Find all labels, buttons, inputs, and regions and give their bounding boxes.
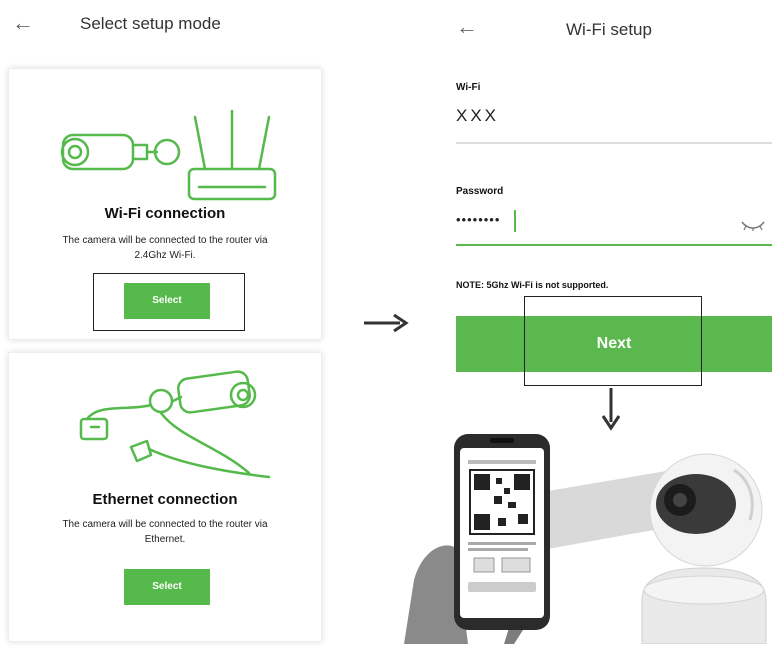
ethernet-card-description: The camera will be connected to the rout… [62,519,268,545]
note-text: NOTE: 5Ghz Wi-Fi is not supported. [456,280,609,290]
next-button[interactable]: Next [456,316,772,372]
wifi-select-button[interactable]: Select [124,283,210,319]
password-field-label: Password [456,186,504,197]
ethernet-connection-card[interactable]: Ethernet connection The camera will be c… [8,352,322,642]
wifi-connection-card[interactable]: Wi-Fi connection The camera will be conn… [8,68,322,340]
ethernet-select-button[interactable]: Select [124,569,210,605]
eye-icon[interactable] [740,218,766,235]
text-cursor [514,210,516,232]
wifi-card-title: Wi-Fi connection [104,205,226,222]
down-arrow-icon [600,386,622,437]
camera-router-illustration [60,109,277,201]
back-arrow-icon[interactable]: ← [12,10,34,35]
password-field-value[interactable]: •••••••• [456,212,501,227]
ethernet-camera-illustration [79,370,271,479]
password-field-underline [456,244,772,246]
ethernet-card-title: Ethernet connection [92,491,238,508]
right-arrow-icon [362,312,410,339]
page-title: Select setup mode [80,14,221,33]
back-arrow-icon[interactable]: ← [456,14,478,39]
highlight-frame [524,296,702,386]
wifi-field-label: Wi-Fi [456,82,481,93]
wifi-field-value[interactable]: XXX [456,106,500,125]
phone-qr-camera-illustration [404,434,767,644]
wifi-card-description: The camera will be connected to the rout… [62,235,268,261]
page-title: Wi-Fi setup [566,20,652,39]
wifi-field-underline [456,142,772,144]
highlight-frame [93,273,245,331]
